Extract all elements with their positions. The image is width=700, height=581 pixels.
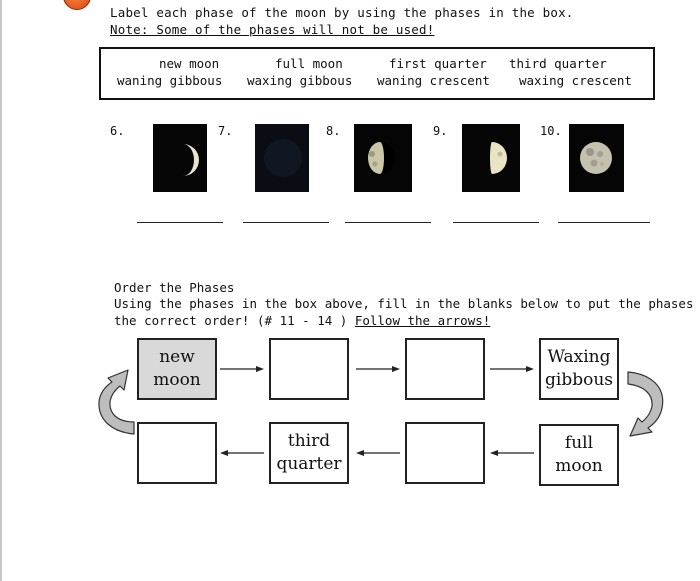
question-number: 7. bbox=[218, 124, 233, 138]
logo-icon bbox=[63, 0, 91, 10]
order-instruction-line-2: the correct order! (# 11 - 14 ) Follow t… bbox=[114, 313, 490, 328]
flow-box-6[interactable] bbox=[405, 422, 485, 484]
word-bank-item: full moon bbox=[275, 56, 343, 71]
order-instruction-line-1: Using the phases in the box above, fill … bbox=[114, 296, 700, 311]
flow-box-8[interactable] bbox=[137, 422, 217, 484]
arrow-left-icon bbox=[220, 448, 264, 458]
first-quarter-moon-image bbox=[462, 124, 520, 192]
flow-box-text: Waxing bbox=[547, 347, 611, 368]
arrow-right-icon bbox=[220, 364, 264, 374]
order-instruction-text: the correct order! (# 11 - 14 ) bbox=[114, 313, 348, 328]
word-bank-item: first quarter bbox=[389, 56, 487, 71]
question-number: 6. bbox=[110, 124, 125, 138]
page-edge bbox=[0, 0, 2, 581]
flow-box-text: third bbox=[287, 431, 331, 452]
word-bank-item: waning gibbous bbox=[117, 73, 223, 88]
full-moon-image bbox=[569, 124, 624, 192]
word-bank-item: waning crescent bbox=[377, 73, 490, 88]
follow-arrows-note: Follow the arrows! bbox=[354, 313, 491, 328]
answer-blank[interactable] bbox=[345, 222, 431, 223]
curved-arrow-up-icon bbox=[98, 369, 135, 435]
arrow-right-icon bbox=[490, 364, 534, 374]
question-number: 8. bbox=[326, 124, 341, 138]
flow-box-text: moon bbox=[153, 370, 201, 390]
waxing-crescent-moon-image bbox=[153, 124, 207, 192]
flow-box-text: new bbox=[159, 347, 195, 368]
first-quarter-moon-image bbox=[354, 124, 412, 192]
arrow-left-icon bbox=[490, 448, 534, 458]
word-bank-item: third quarter bbox=[509, 56, 607, 71]
answer-blank[interactable] bbox=[243, 222, 329, 223]
answer-blank[interactable] bbox=[558, 222, 650, 223]
question-number: 10. bbox=[540, 124, 562, 138]
curved-arrow-down-icon bbox=[627, 371, 664, 437]
arrow-left-icon bbox=[356, 448, 400, 458]
flow-box-2[interactable] bbox=[269, 338, 349, 400]
flow-box-3[interactable] bbox=[405, 338, 485, 400]
flow-box-text: moon bbox=[555, 456, 603, 476]
arrow-right-icon bbox=[356, 364, 400, 374]
flow-box-text: full bbox=[564, 433, 594, 454]
section-title: Order the Phases bbox=[114, 280, 235, 295]
word-bank-box: new moon full moon first quarter third q… bbox=[99, 47, 655, 100]
word-bank-item: waxing gibbous bbox=[247, 73, 353, 88]
word-bank-item: new moon bbox=[159, 56, 220, 71]
word-bank-item: waxing crescent bbox=[519, 73, 632, 88]
answer-blank[interactable] bbox=[137, 222, 223, 223]
question-number: 9. bbox=[433, 124, 448, 138]
answer-blank[interactable] bbox=[453, 222, 539, 223]
instruction-note: Note: Some of the phases will not be use… bbox=[110, 22, 435, 37]
flow-box-text: gibbous bbox=[545, 370, 613, 390]
new-moon-image bbox=[255, 124, 309, 192]
flow-box-text: quarter bbox=[276, 454, 342, 474]
instruction-line-1: Label each phase of the moon by using th… bbox=[110, 5, 574, 20]
